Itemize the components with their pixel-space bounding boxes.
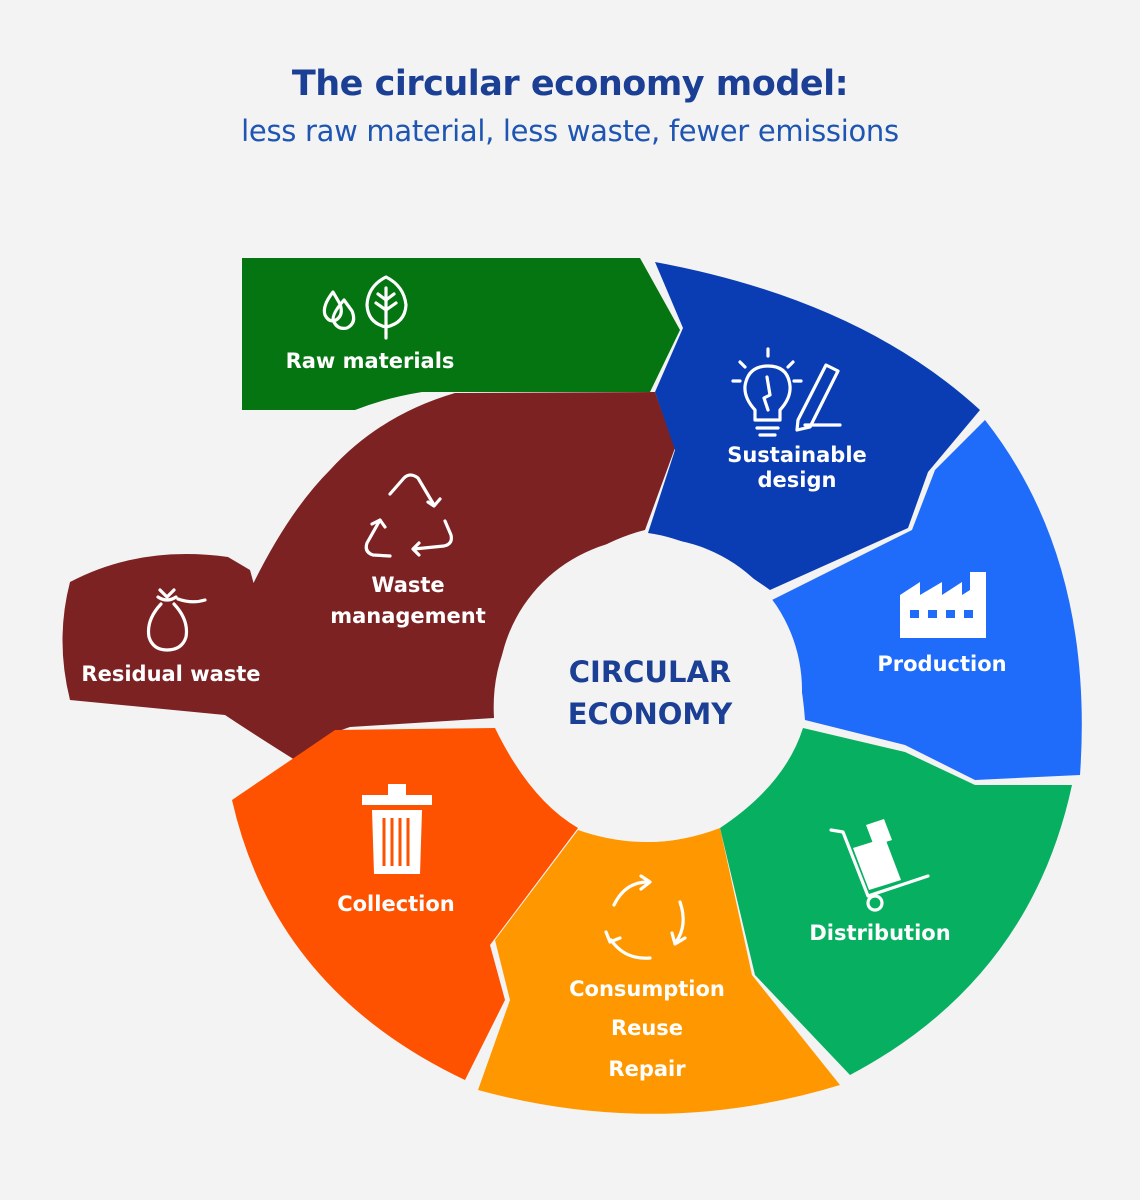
page-subtitle: less raw material, less waste, fewer emi…	[241, 114, 899, 148]
cycle-arrows-icon	[604, 874, 687, 960]
segment-waste-management	[220, 392, 675, 765]
label-production: Production	[877, 652, 1006, 676]
header: The circular economy model: less raw mat…	[0, 64, 1140, 148]
garbage-bag-icon	[146, 588, 207, 652]
segment-raw-materials	[242, 258, 680, 410]
recycle-icon	[364, 473, 453, 558]
hand-truck-icon	[829, 819, 930, 912]
segment-distribution	[720, 728, 1072, 1075]
label-repair: Repair	[608, 1057, 686, 1081]
label-consumption: Consumption	[569, 977, 725, 1001]
label-residual-waste: Residual waste	[81, 662, 260, 686]
pencil-icon	[795, 363, 842, 432]
segment-collection	[232, 728, 578, 1080]
segment-residual-waste	[62, 554, 303, 765]
factory-icon	[900, 572, 986, 638]
label-raw-materials: Raw materials	[286, 349, 455, 373]
center-circle	[498, 538, 802, 842]
segment-consumption	[478, 828, 840, 1114]
label-sustainable-design-line1: Sustainable	[727, 443, 867, 467]
label-reuse: Reuse	[611, 1016, 683, 1040]
label-waste-management-line1: Waste	[371, 573, 444, 597]
label-collection: Collection	[337, 892, 455, 916]
label-sustainable-design-line2: design	[758, 468, 837, 492]
label-waste-management-line2: management	[330, 604, 486, 628]
center-label-line2: ECONOMY	[568, 697, 734, 731]
label-distribution: Distribution	[809, 921, 950, 945]
tree-icon	[365, 275, 408, 340]
trash-can-icon	[362, 784, 432, 874]
center-label-line1: CIRCULAR	[569, 655, 732, 689]
page-title: The circular economy model:	[291, 64, 849, 104]
water-drops-icon	[322, 290, 356, 330]
light-bulb-icon	[731, 347, 803, 437]
